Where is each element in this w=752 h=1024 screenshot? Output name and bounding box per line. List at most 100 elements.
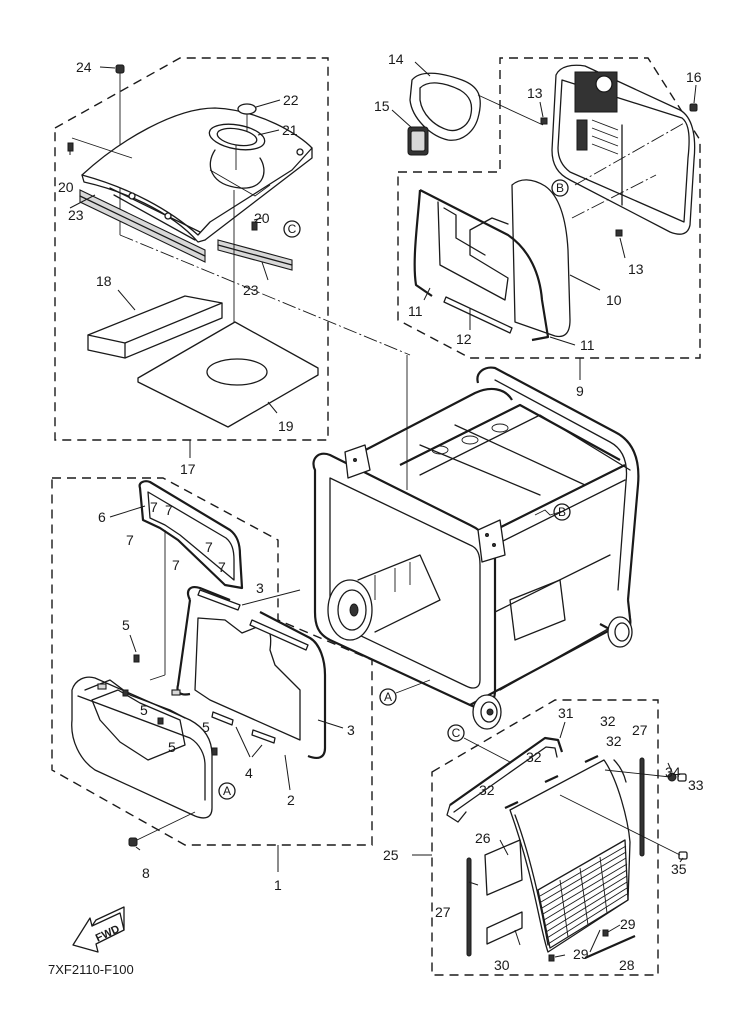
clip-5b bbox=[122, 689, 129, 697]
ref-mark-b-frame: B bbox=[553, 503, 571, 521]
top-cover bbox=[81, 107, 313, 243]
bolt-8 bbox=[128, 837, 138, 847]
callout-16: 16 bbox=[686, 69, 702, 85]
callout-11-left: 11 bbox=[408, 303, 423, 319]
bolt-16 bbox=[689, 103, 698, 112]
callout-30: 30 bbox=[494, 957, 510, 973]
clip-5a bbox=[133, 654, 140, 663]
ref-mark-a-frame: A bbox=[379, 679, 431, 706]
callout-7f: 7 bbox=[218, 559, 226, 575]
clip-29a bbox=[602, 929, 609, 937]
callout-32a: 32 bbox=[600, 713, 616, 729]
callout-7a: 7 bbox=[126, 532, 134, 548]
seal-32b bbox=[544, 775, 559, 783]
group-25-rear-cover-assembly bbox=[412, 699, 688, 976]
callout-29b: 29 bbox=[573, 946, 589, 962]
callout-23-right: 23 bbox=[243, 282, 259, 298]
reference-marks: C B B A A C bbox=[218, 179, 571, 800]
callout-29a: 29 bbox=[620, 916, 636, 932]
callout-20-left: 20 bbox=[58, 179, 74, 195]
forward-direction-arrow: FWD bbox=[72, 906, 125, 953]
callout-1: 1 bbox=[274, 877, 282, 893]
strip-4a bbox=[211, 711, 234, 726]
inner-cover-10 bbox=[511, 179, 571, 338]
rear-panel bbox=[509, 759, 631, 953]
callout-20-right: 20 bbox=[254, 210, 270, 226]
callout-19: 19 bbox=[278, 418, 294, 434]
wheel-front bbox=[472, 694, 502, 730]
callout-8: 8 bbox=[142, 865, 150, 881]
callout-5a: 5 bbox=[122, 617, 130, 633]
fuel-cap-22 bbox=[237, 103, 257, 132]
gasket-31 bbox=[446, 736, 564, 823]
strip-28 bbox=[584, 934, 636, 960]
callout-17: 17 bbox=[180, 461, 196, 477]
bolt-33 bbox=[677, 773, 687, 782]
callout-4: 4 bbox=[245, 765, 253, 781]
side-panel-outer bbox=[551, 64, 696, 235]
strip-3-right bbox=[249, 619, 309, 651]
callout-5d: 5 bbox=[202, 719, 210, 735]
svg-text:A: A bbox=[384, 690, 392, 704]
callout-15: 15 bbox=[374, 98, 390, 114]
callout-32d: 32 bbox=[479, 782, 495, 798]
group-9-side-cover-assembly bbox=[397, 57, 701, 380]
group-1-boundary bbox=[51, 477, 373, 846]
callout-32b: 32 bbox=[606, 733, 622, 749]
callout-5c: 5 bbox=[168, 739, 176, 755]
callout-18: 18 bbox=[96, 273, 112, 289]
gasket-11-frame bbox=[413, 189, 550, 342]
svg-text:C: C bbox=[452, 726, 461, 740]
callout-27-right: 27 bbox=[632, 722, 648, 738]
callout-11-right: 11 bbox=[580, 337, 595, 353]
foam-30 bbox=[486, 911, 523, 945]
callout-3-top: 3 bbox=[256, 580, 264, 596]
strip-4b bbox=[251, 729, 276, 744]
clip-29b bbox=[548, 954, 555, 962]
clip-20-left bbox=[67, 142, 74, 152]
seal-32c bbox=[584, 755, 599, 763]
callout-7e: 7 bbox=[172, 557, 180, 573]
callout-3-right: 3 bbox=[347, 722, 355, 738]
svg-text:B: B bbox=[558, 505, 566, 519]
group-1-front-cover-assembly bbox=[51, 477, 373, 872]
callout-10: 10 bbox=[606, 292, 622, 308]
bolt-35 bbox=[678, 851, 688, 860]
callout-13-bottom: 13 bbox=[628, 261, 644, 277]
callout-23-left: 23 bbox=[68, 207, 84, 223]
callout-2: 2 bbox=[287, 792, 295, 808]
plate-19 bbox=[137, 321, 319, 428]
callout-34: 34 bbox=[665, 764, 681, 780]
svg-text:A: A bbox=[223, 784, 231, 798]
group-9-boundary bbox=[397, 57, 701, 359]
strip-3-top bbox=[197, 589, 241, 611]
callout-35: 35 bbox=[671, 861, 687, 877]
callout-28: 28 bbox=[619, 957, 635, 973]
clip-13-top bbox=[540, 117, 548, 125]
clip-5d bbox=[211, 747, 218, 756]
callout-12: 12 bbox=[456, 331, 472, 347]
wheel-rear bbox=[607, 616, 633, 648]
callout-14: 14 bbox=[388, 51, 404, 67]
ref-mark-a-panel: A bbox=[218, 782, 236, 800]
clip-13-bottom bbox=[615, 229, 623, 237]
svg-text:B: B bbox=[556, 181, 564, 195]
callout-22: 22 bbox=[283, 92, 299, 108]
group-25-boundary bbox=[431, 699, 659, 976]
foam-26 bbox=[484, 839, 523, 896]
callout-31: 31 bbox=[558, 705, 574, 721]
foam-pad-18 bbox=[87, 295, 223, 359]
callout-9: 9 bbox=[576, 383, 584, 399]
seal-27-left bbox=[466, 857, 472, 957]
callout-26: 26 bbox=[475, 830, 491, 846]
ref-mark-c-top: C bbox=[283, 220, 301, 238]
drawing-code: 7XF2110-F100 bbox=[48, 962, 134, 977]
callout-7b: 7 bbox=[150, 499, 158, 515]
generator-frame bbox=[312, 355, 640, 730]
strip-12 bbox=[443, 296, 513, 334]
callout-numbers: 24 22 21 20 20 23 23 18 19 17 14 15 13 1… bbox=[58, 51, 704, 973]
callout-27-left: 27 bbox=[435, 904, 451, 920]
filter-element-15 bbox=[407, 126, 429, 156]
clip-5c bbox=[157, 717, 164, 725]
